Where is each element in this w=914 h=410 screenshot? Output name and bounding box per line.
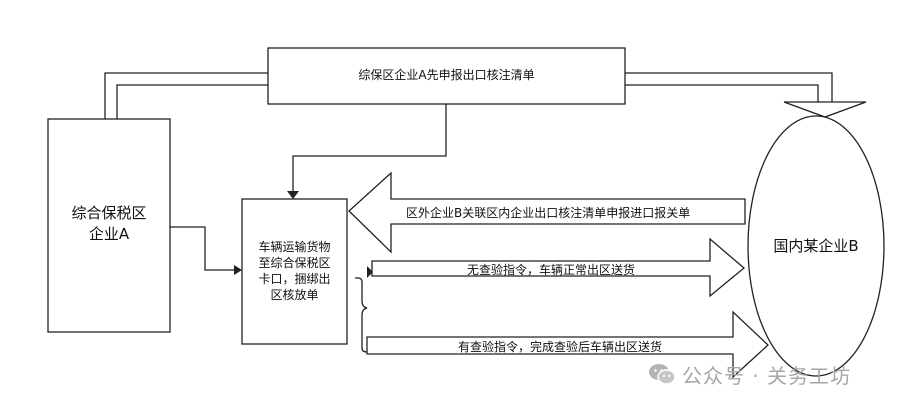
vehicle-box-label: 车辆运输货物 至综合保税区 卡口，捆绑出 区核放单 — [258, 240, 331, 302]
arrow-b-to-vehicle — [348, 171, 746, 254]
branch-bracket — [355, 277, 368, 353]
arrowhead-a-to-vehicle — [234, 265, 242, 275]
arrow-b-to-vehicle-label: 区外企业B关联区内企业出口核注清单申报进口报关单 — [406, 206, 691, 220]
connector-a-to-declare — [104, 72, 268, 119]
arrowhead-to-vehicle — [287, 191, 299, 199]
declare-box — [267, 47, 626, 105]
declare-box-label: 综保区企业A先申报出口核注清单 — [358, 68, 535, 82]
arrow-no-inspection-label: 无查验指令，车辆正常出区送货 — [467, 263, 636, 277]
arrowhead-to-b — [783, 101, 867, 118]
enterprise-b-ellipse — [747, 115, 885, 377]
enterprise-a-box — [47, 118, 171, 333]
connector-a-to-vehicle — [170, 226, 235, 271]
arrow-with-inspection-label: 有查验指令，完成查验后车辆出区送货 — [458, 340, 663, 354]
connector-declare-to-b — [625, 72, 833, 102]
arrow-with-inspection — [366, 310, 769, 379]
watermark-text: 公众号 · 关务工坊 — [682, 363, 852, 388]
connector-declare-to-vehicle — [292, 104, 447, 192]
enterprise-a-label: 综合保税区 企业A — [71, 204, 147, 243]
arrow-no-inspection — [371, 237, 746, 298]
enterprise-b-label: 国内某企业B — [773, 237, 859, 255]
vehicle-box — [241, 198, 348, 345]
wechat-icon — [649, 364, 676, 385]
bracket-tip-top — [367, 266, 373, 278]
watermark: 公众号 · 关务工坊 — [648, 360, 851, 388]
